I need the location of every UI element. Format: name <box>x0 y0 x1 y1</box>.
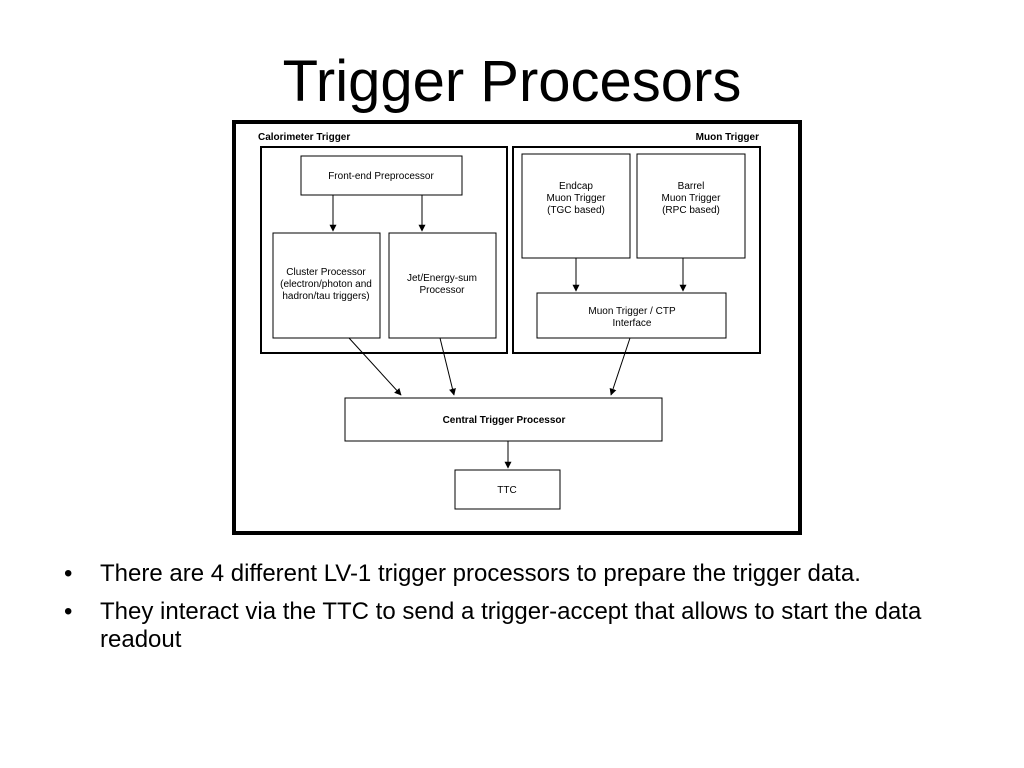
jet-energy-processor-line-2: Processor <box>419 285 465 296</box>
muon-trigger-label: Muon Trigger <box>696 132 759 143</box>
barrel-line-2: Muon Trigger <box>662 193 722 204</box>
cluster-processor-line-2: (electron/photon and <box>280 279 372 290</box>
ttc-box <box>454 469 561 510</box>
barrel-line-1: Barrel <box>678 181 705 192</box>
ttc-label: TTC <box>497 485 516 496</box>
cluster-processor-line-1: Cluster Processor <box>286 267 366 278</box>
barrel-muon-trigger-box <box>636 153 746 259</box>
endcap-line-2: Muon Trigger <box>547 193 607 204</box>
jet-energy-processor-box <box>388 232 497 339</box>
cluster-processor-line-3: hadron/tau triggers) <box>282 291 369 302</box>
slide-title: Trigger Procesors <box>282 49 742 114</box>
central-trigger-processor-box <box>344 397 663 442</box>
interface-line-2: Interface <box>613 318 652 329</box>
bullet-list: There are 4 different LV-1 trigger proce… <box>64 560 984 664</box>
calorimeter-trigger-label: Calorimeter Trigger <box>258 132 350 143</box>
arrow-cluster-to-ctp <box>348 337 402 396</box>
bullet-item-2: They interact via the TTC to send a trig… <box>64 598 984 654</box>
front-end-preprocessor-box <box>300 155 463 196</box>
endcap-line-1: Endcap <box>559 181 593 192</box>
muon-ctp-interface-box <box>536 292 727 339</box>
calorimeter-group-box <box>260 146 508 354</box>
endcap-line-3: (TGC based) <box>547 205 605 216</box>
barrel-line-3: (RPC based) <box>662 205 720 216</box>
muon-group-box <box>512 146 761 354</box>
interface-line-1: Muon Trigger / CTP <box>588 306 676 317</box>
bullet-item-1: There are 4 different LV-1 trigger proce… <box>64 560 984 588</box>
cluster-processor-box <box>272 232 381 339</box>
trigger-diagram: Calorimeter Trigger Muon Trigger Front-e… <box>232 120 802 536</box>
arrow-jet-to-ctp <box>439 337 456 396</box>
diagram-svg: Calorimeter Trigger Muon Trigger Front-e… <box>232 120 802 535</box>
jet-energy-processor-line-1: Jet/Energy-sum <box>407 273 477 284</box>
front-end-preprocessor-label: Front-end Preprocessor <box>328 171 434 182</box>
central-trigger-processor-label: Central Trigger Processor <box>443 415 566 426</box>
endcap-muon-trigger-box <box>521 153 631 259</box>
arrow-interface-to-ctp <box>609 337 631 396</box>
